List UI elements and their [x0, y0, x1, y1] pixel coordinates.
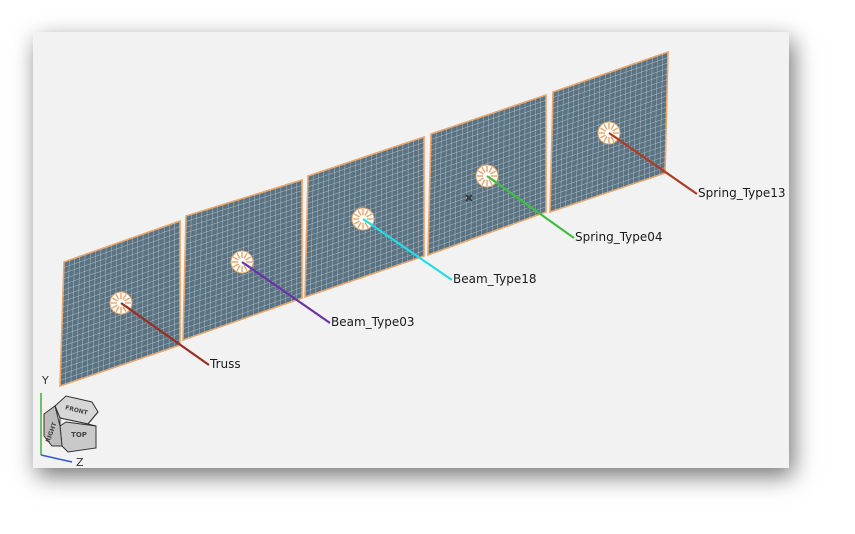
- callout[interactable]: Beam_Type18: [362, 218, 537, 286]
- callout[interactable]: Truss: [120, 302, 241, 371]
- cube-top-label: TOP: [71, 431, 87, 439]
- callouts-group: Truss Beam_Type03 Beam_Type18 Spring_Type04…: [120, 132, 786, 371]
- mesh-panel[interactable]: [59, 219, 181, 388]
- callout-label: Spring_Type13: [698, 186, 786, 200]
- mesh-panel[interactable]: [427, 93, 547, 257]
- callout[interactable]: Spring_Type13: [608, 132, 786, 200]
- y-axis-label: Y: [41, 374, 49, 387]
- callout-leader: [241, 261, 331, 324]
- callout-label: Beam_Type18: [453, 272, 537, 286]
- z-axis-line: [40, 454, 73, 463]
- view-cube[interactable]: Y Z TOP FRONT RIGHT: [40, 374, 99, 469]
- mesh-panel[interactable]: [304, 135, 425, 299]
- cursor-marker: [465, 194, 473, 202]
- callout-label: Truss: [209, 357, 241, 371]
- z-axis-label: Z: [76, 456, 84, 469]
- mesh-panel[interactable]: [549, 50, 669, 214]
- cube-edges: [54, 405, 99, 427]
- callout-label: Spring_Type04: [575, 230, 663, 244]
- callout-label: Beam_Type03: [331, 315, 415, 329]
- callout[interactable]: Beam_Type03: [241, 261, 415, 329]
- callout-leader: [486, 175, 575, 239]
- callout[interactable]: Spring_Type04: [486, 175, 663, 244]
- callout-leader: [120, 302, 210, 366]
- panels-group: [59, 50, 669, 388]
- callout-leader: [362, 218, 453, 281]
- callout-leader: [608, 132, 698, 195]
- mesh-panel[interactable]: [182, 178, 303, 342]
